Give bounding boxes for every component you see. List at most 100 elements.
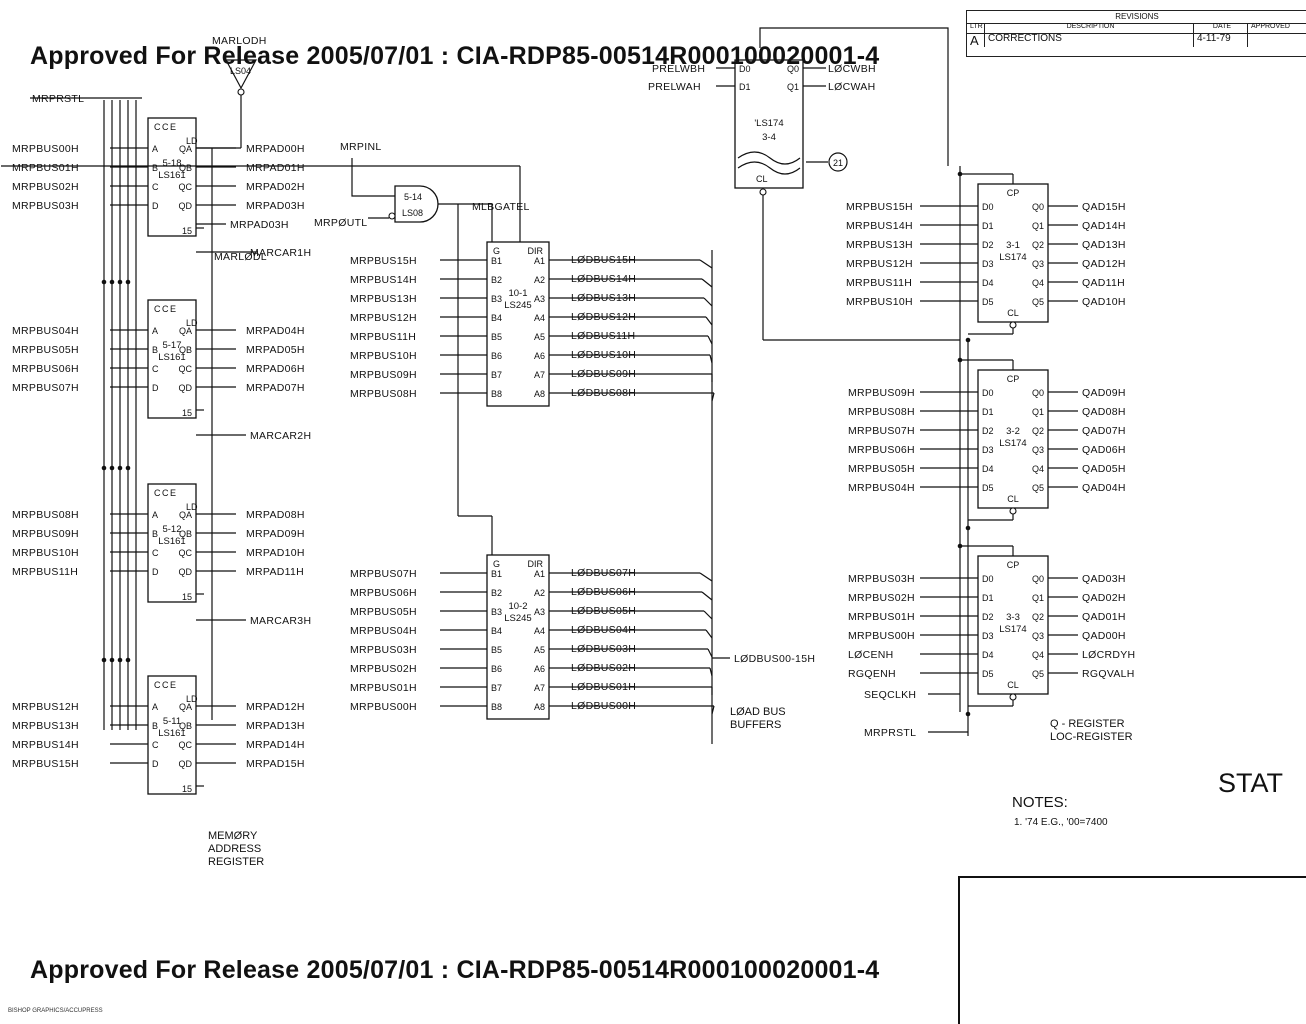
qreg-input-label: RGQENH [848,668,896,680]
pin-label: A [152,144,158,154]
mar-output-label: MRPAD03H [230,219,289,231]
junction-dot [101,465,107,471]
rev-row-ltr: A [967,33,985,48]
pin-label: C [162,680,169,690]
junction-dot [965,337,971,343]
pin-label: CL [1007,494,1019,504]
pin-label: DIR [528,559,544,569]
buffer-output-label: LØDBUS09H [571,368,636,380]
buffer-input-label: MRPBUS07H [350,568,417,580]
pin-label: Q0 [1032,202,1044,212]
pin-label: B [152,721,158,731]
buffer-output-label: LØDBUS08H [571,387,636,399]
pin-label: D [152,759,159,769]
pin-label: D0 [982,388,994,398]
mar-input-label: MRPBUS10H [12,547,79,559]
qreg-output-label: QAD04H [1082,482,1126,494]
bus-output-wire [703,297,713,307]
lodbus-bundle-label: LØDBUS00-15H [734,653,815,665]
pin-label: B8 [491,389,502,399]
qreg-input-label: MRPBUS11H [846,277,912,289]
buffer-output-label: LØDBUS11H [571,330,635,342]
pin-label: E [170,488,176,498]
pin-label: D5 [982,483,994,493]
prelwbh-label: PRELWBH [652,63,705,75]
chip-type: LS161 [158,728,185,739]
pin-label: Q3 [1032,259,1044,269]
pin-label: D1 [982,407,994,417]
qreg-input-label: MRPBUS08H [848,406,915,418]
inversion-bubble [1009,693,1017,701]
chip-ref: 5-11 [163,716,181,727]
bus-output-wire [699,572,713,582]
qreg-output-label: QAD02H [1082,592,1126,604]
buffer-input-label: MRPBUS00H [350,701,417,713]
qreg-input-label: MRPBUS12H [846,258,913,270]
pin-label: B6 [491,351,502,361]
pin-label: C [162,122,169,132]
mar-input-label: MRPBUS08H [12,509,79,521]
buffer-output-label: LØDBUS07H [571,567,636,579]
pin-label: Q2 [1032,240,1044,250]
pin-label: A [152,326,158,336]
pin-label: B7 [491,370,502,380]
pin-label: QC [179,548,193,558]
pin-label: QD [179,567,193,577]
pin-label: C [154,122,161,132]
junction-dot [125,465,131,471]
pin-label: QA [179,702,192,712]
buffer-input-label: MRPBUS08H [350,388,417,400]
chip-type: LS161 [158,352,185,363]
qreg-output-label: RGQVALH [1082,668,1135,680]
revisions-title: REVISIONS [967,11,1306,24]
buffer-output-label: LØDBUS06H [571,586,636,598]
buffer-input-label: MRPBUS11H [350,331,416,343]
revision-row: A CORRECTIONS 4-11-79 [967,33,1306,48]
pin-label: Q1 [1032,407,1044,417]
pin-number: 15 [182,784,192,794]
pin-label: Q0 [1032,574,1044,584]
pin-label: A3 [534,294,545,304]
chip-type: LS08 [402,208,423,218]
pin-label: B7 [491,683,502,693]
junction-dot [965,525,971,531]
pin-label: Q1 [1032,593,1044,603]
mar-output-label: MRPAD12H [246,701,305,713]
load-bus-buffers-caption: LØAD BUS BUFFERS [730,706,786,731]
bus-output-wire [705,629,713,639]
qreg-input-label: MRPBUS09H [848,387,915,399]
pin-label: D0 [982,202,994,212]
qreg-input-label: MRPBUS05H [848,463,915,475]
mar-input-label: MRPBUS00H [12,143,79,155]
rev-row-date: 4-11-79 [1194,33,1248,47]
pin-label: B6 [491,664,502,674]
pin-label: B2 [491,588,502,598]
marcar2h-label: MARCAR2H [250,430,311,442]
pin-label: CL [1007,680,1019,690]
pin-label: Q5 [1032,669,1044,679]
mlbgatel-label: MLBGATEL [472,201,530,213]
junction-dot [125,279,131,285]
chip-ref: 5-17 [162,340,181,351]
mar-output-label: MRPAD11H [246,566,304,578]
pin-label: A7 [534,683,545,693]
pin-label: B8 [491,702,502,712]
pin-label: D5 [982,297,994,307]
drafting-stamp: BISHOP GRAPHICS/ACCUPRESS [8,1008,103,1014]
qreg-input-label: MRPBUS06H [848,444,915,456]
buffer-input-label: MRPBUS12H [350,312,417,324]
pin-label: E [170,122,176,132]
pin-label: D4 [982,464,994,474]
pin-label: Q3 [1032,631,1044,641]
pin-label: A8 [534,389,545,399]
inverter-triangle [225,59,258,90]
buffer-input-label: MRPBUS05H [350,606,417,618]
mar-output-label: MRPAD03H [246,200,305,212]
pin-label: C [162,488,169,498]
buffer-input-label: MRPBUS01H [350,682,417,694]
pin-label: B5 [491,645,502,655]
buffer-chip [486,554,550,720]
chip-ref: 5-12 [162,524,181,535]
qreg-output-label: QAD07H [1082,425,1126,437]
chip-ref: 10-1 [508,288,527,299]
